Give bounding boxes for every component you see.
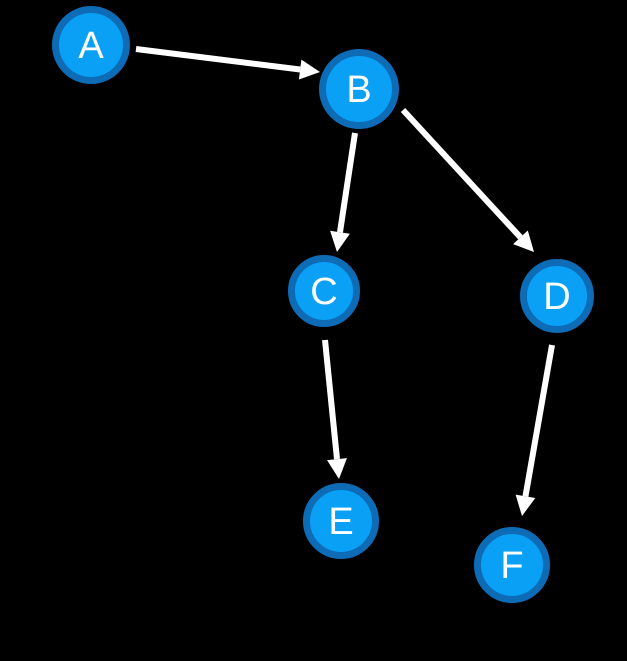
graph-node-b[interactable]: B: [319, 49, 399, 129]
graph-node-d[interactable]: D: [520, 259, 594, 333]
graph-node-e[interactable]: E: [303, 483, 379, 559]
edge-layer: [135, 46, 555, 516]
graph-node-f[interactable]: F: [474, 527, 550, 603]
edge-line: [522, 344, 555, 497]
node-circle: [52, 6, 130, 84]
edge-line: [322, 339, 340, 460]
node-circle: [520, 259, 594, 333]
arrowhead-icon: [298, 59, 320, 80]
graph-edge-b-d[interactable]: [400, 107, 534, 252]
arrowhead-icon: [330, 230, 350, 252]
graph-edge-a-b[interactable]: [135, 46, 320, 80]
node-circle: [319, 49, 399, 129]
graph-node-a[interactable]: A: [52, 6, 130, 84]
node-circle: [288, 255, 360, 327]
graph-node-c[interactable]: C: [288, 255, 360, 327]
edge-line: [135, 46, 301, 73]
arrowhead-icon: [515, 494, 536, 516]
edge-line: [400, 107, 523, 240]
node-circle: [474, 527, 550, 603]
graph-edge-c-e[interactable]: [322, 339, 347, 479]
arrowhead-icon: [327, 458, 347, 479]
arrowhead-icon: [513, 230, 534, 252]
node-circle: [303, 483, 379, 559]
node-layer: A B C D E F: [52, 6, 594, 603]
edge-line: [337, 132, 358, 233]
graph-edge-b-c[interactable]: [330, 132, 358, 252]
graph-edge-d-f[interactable]: [515, 344, 555, 516]
